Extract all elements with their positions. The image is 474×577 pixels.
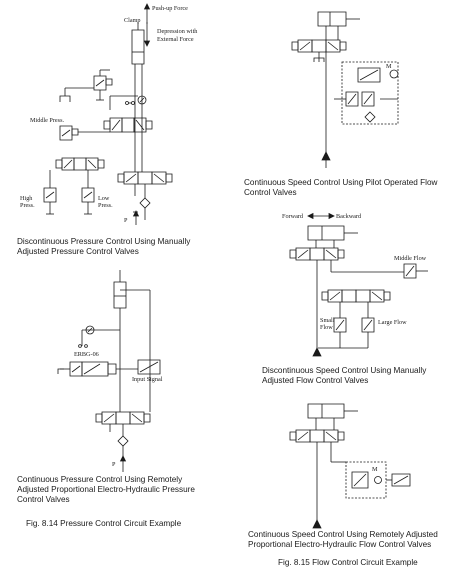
filter-2: [118, 436, 128, 458]
solenoid-valve-pressure-select: [104, 118, 152, 132]
directional-valve-5: [290, 430, 344, 442]
label-small-flow-2: Flow: [320, 324, 333, 331]
relief-valve-low-pressure: [82, 170, 94, 214]
proportional-flow-control-block: M: [346, 462, 410, 498]
directional-valve-lower-1: [56, 158, 104, 170]
diagram-discontinuous-pressure-manual: Push-up Force Clamp Depression with Exte…: [20, 4, 198, 225]
label-low-press-1: Low: [98, 195, 110, 202]
caption-diagram1-line2: Adjusted Pressure Control Valves: [17, 247, 139, 256]
caption-diagram4-line1: Discontinuous Speed Control Using Manual…: [262, 366, 427, 375]
caption-diagram3: Continuous Speed Control Using Pilot Ope…: [244, 178, 470, 198]
pump-arrow-1: [134, 211, 139, 225]
pressure-gauge-1: [126, 96, 147, 105]
label-middle-press: Middle Press.: [30, 117, 64, 124]
label-high-press-2: Press.: [20, 202, 35, 209]
pilot-flow-control-block: M: [334, 62, 398, 124]
caption-diagram3-line1: Continuous Speed Control Using Pilot Ope…: [244, 178, 438, 187]
label-large-flow: Large Flow: [378, 319, 407, 326]
caption-diagram4: Discontinuous Speed Control Using Manual…: [262, 366, 472, 386]
flow-control-large: [362, 318, 374, 332]
main-directional-valve-2: [96, 412, 150, 436]
label-clamp: Clamp: [124, 17, 141, 24]
pump-5: [313, 520, 321, 528]
diagram-discontinuous-speed-manual: Forward Backward Mid: [282, 213, 428, 356]
pump-3: [322, 152, 330, 168]
diagram-continuous-speed-pilot: M: [292, 12, 398, 168]
label-depression-line2: External Force: [157, 36, 194, 43]
directional-valve-4: [290, 248, 344, 260]
flow-control-middle: [404, 264, 428, 278]
label-motor-1: M: [386, 63, 392, 70]
label-pump-1: P: [124, 217, 128, 224]
relief-valve-middle-pressure: [60, 126, 110, 140]
cylinder-4: [308, 226, 358, 240]
diagram-continuous-speed-proportional: M: [290, 404, 410, 528]
directional-valve-3: [292, 40, 346, 62]
caption-diagram2-line3: Control Valves: [17, 495, 70, 504]
caption-diagram2: Continuous Pressure Control Using Remote…: [17, 475, 257, 505]
diagram-continuous-pressure-proportional: ERBG-06 Input Signal: [58, 270, 163, 472]
filter-1: [140, 198, 150, 220]
pump-arrow-2: [121, 456, 126, 472]
directional-valve-4b: [322, 290, 390, 302]
label-middle-flow: Middle Flow: [394, 255, 427, 262]
label-input-signal: Input Signal: [132, 376, 163, 383]
cylinder-2: [114, 270, 126, 308]
label-forward: Forward: [282, 213, 304, 220]
label-small-flow-1: Small: [320, 317, 335, 324]
clamp-cylinder: [132, 22, 144, 64]
figure-caption-8-15: Fig. 8.15 Flow Control Circuit Example: [278, 558, 418, 567]
main-directional-valve-1: [118, 172, 172, 198]
caption-diagram5: Continuous Speed Control Using Remotely …: [248, 530, 472, 550]
pump-4: [313, 290, 321, 356]
caption-diagram5-line2: Proportional Electro-Hydraulic Flow Cont…: [248, 540, 432, 549]
depression-force-arrow: [145, 22, 150, 46]
caption-diagram2-line2: Adjusted Proportional Electro-Hydraulic …: [17, 485, 195, 494]
caption-diagram2-line1: Continuous Pressure Control Using Remote…: [17, 475, 183, 484]
label-backward: Backward: [336, 213, 362, 220]
tank-symbol-1: [60, 96, 70, 102]
caption-diagram1-line1: Discontinuous Pressure Control Using Man…: [17, 237, 191, 246]
label-erbg-06: ERBG-06: [74, 351, 99, 358]
label-high-press-1: High: [20, 195, 33, 202]
cylinder-5: [308, 404, 358, 418]
flow-control-small: [334, 318, 346, 332]
proportional-relief-valve: [58, 360, 160, 376]
label-push-up-force: Push-up Force: [152, 5, 188, 12]
label-pump-2: P: [112, 461, 116, 468]
relief-valve-high-pressure: [44, 170, 56, 214]
label-motor-2: M: [372, 466, 378, 473]
label-low-press-2: Press.: [98, 202, 113, 209]
push-up-force-arrow: [145, 4, 150, 24]
forward-backward-arrows: [308, 214, 334, 219]
figure-caption-8-14: Fig. 8.14 Pressure Control Circuit Examp…: [26, 519, 182, 528]
relief-valve-main: [94, 70, 112, 100]
caption-diagram5-line1: Continuous Speed Control Using Remotely …: [248, 530, 438, 539]
cylinder-3: [318, 12, 360, 26]
label-depression-line1: Depression with: [157, 28, 198, 35]
caption-diagram3-line2: Control Valves: [244, 188, 297, 197]
caption-diagram1: Discontinuous Pressure Control Using Man…: [17, 237, 257, 257]
caption-diagram4-line2: Adjusted Flow Control Valves: [262, 376, 369, 385]
pressure-gauge-2: [79, 326, 94, 347]
